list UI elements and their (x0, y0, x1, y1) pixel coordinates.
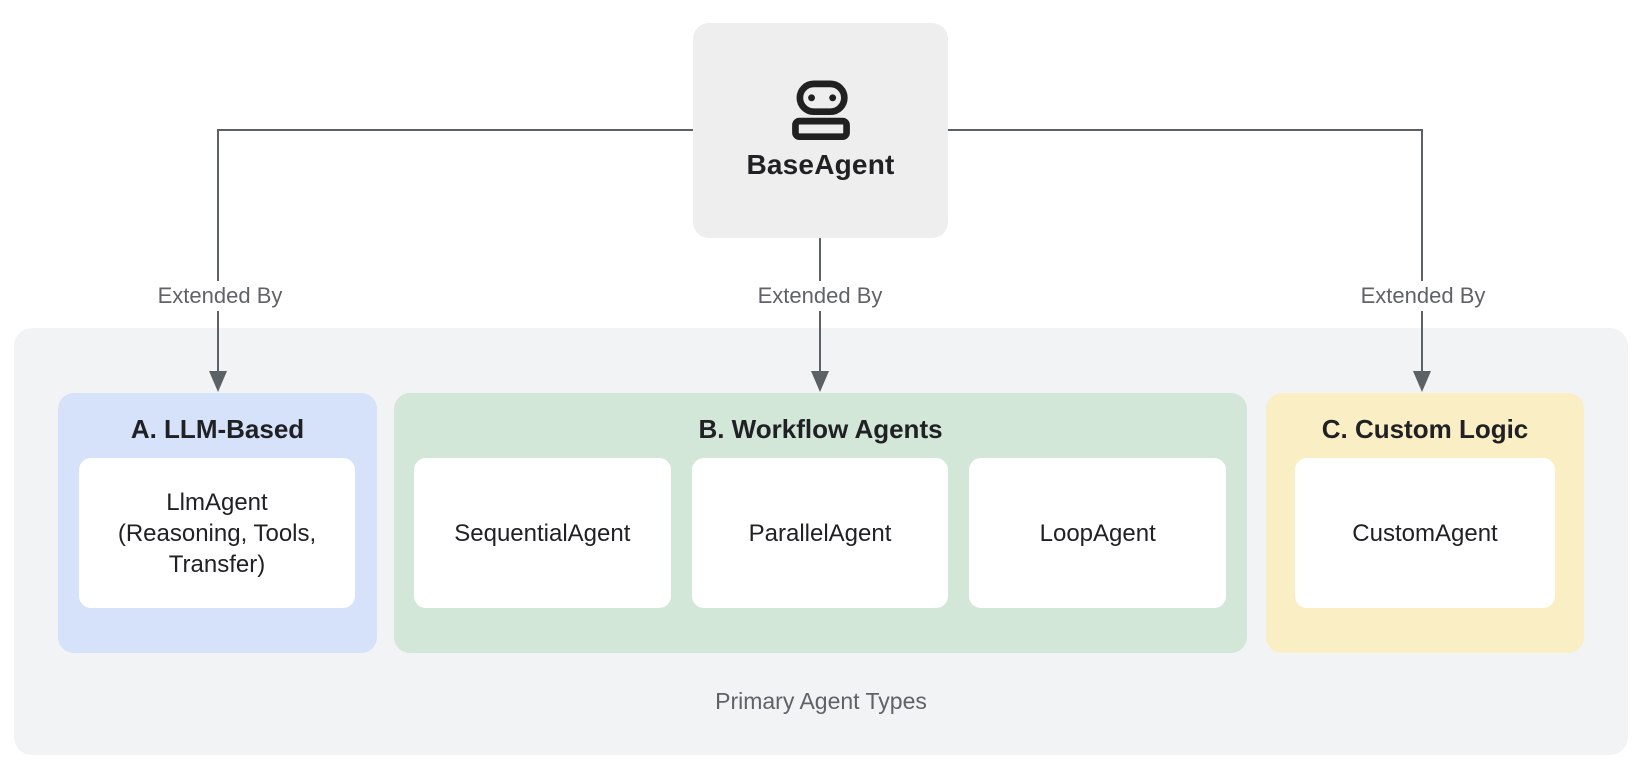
node-base-agent: BaseAgent (693, 23, 948, 238)
group-workflow-agents-cards: SequentialAgent ParallelAgent LoopAgent (414, 458, 1227, 608)
group-llm-based-cards: LlmAgent (Reasoning, Tools, Transfer) (79, 458, 355, 608)
arrowhead-down-icon (811, 371, 829, 392)
group-custom-logic-cards: CustomAgent (1295, 458, 1555, 608)
card-loop-agent-label: LoopAgent (1039, 519, 1156, 547)
group-custom-logic-title: C. Custom Logic (1321, 414, 1529, 444)
arrowhead-down-icon (209, 371, 227, 392)
group-llm-based: A. LLM-Based LlmAgent (Reasoning, Tools,… (58, 393, 377, 653)
card-parallel-agent-label: ParallelAgent (748, 519, 892, 547)
edge-label-extended-by-right: Extended By (1352, 281, 1494, 311)
group-workflow-agents-title: B. Workflow Agents (698, 414, 943, 444)
arrowhead-down-icon (1413, 371, 1431, 392)
group-llm-based-title: A. LLM-Based (130, 414, 305, 444)
robot-icon (791, 80, 850, 140)
connector-left-line (217, 129, 219, 377)
primary-agent-types-container: A. LLM-Based LlmAgent (Reasoning, Tools,… (14, 328, 1628, 755)
edge-label-extended-by-center: Extended By (749, 281, 891, 311)
card-custom-agent: CustomAgent (1295, 458, 1555, 608)
card-sequential-agent-label: SequentialAgent (454, 519, 631, 547)
node-base-agent-label: BaseAgent (746, 149, 895, 180)
card-loop-agent: LoopAgent (969, 458, 1227, 608)
card-llm-agent-label: LlmAgent (Reasoning, Tools, Transfer) (117, 488, 317, 578)
connector-right-line (1421, 129, 1423, 377)
group-workflow-agents: B. Workflow Agents SequentialAgent Paral… (394, 393, 1247, 653)
diagram-caption: Primary Agent Types (715, 688, 927, 714)
card-parallel-agent: ParallelAgent (691, 458, 949, 608)
group-custom-logic: C. Custom Logic CustomAgent (1266, 393, 1584, 653)
card-llm-agent: LlmAgent (Reasoning, Tools, Transfer) (79, 458, 355, 608)
edge-label-extended-by-left: Extended By (149, 281, 291, 311)
card-sequential-agent: SequentialAgent (414, 458, 671, 608)
card-custom-agent-label: CustomAgent (1352, 519, 1498, 547)
